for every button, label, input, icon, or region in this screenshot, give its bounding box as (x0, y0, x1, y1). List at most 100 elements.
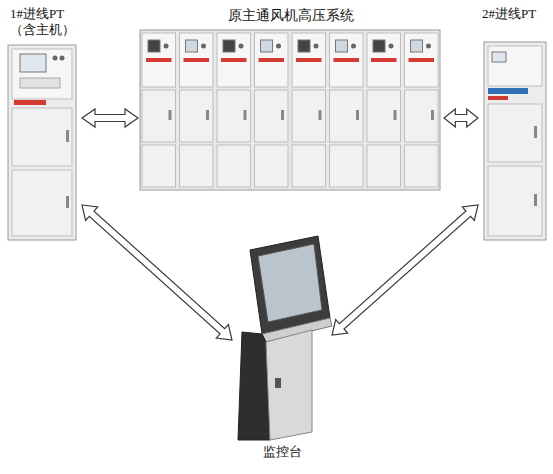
switchgear-body (140, 30, 440, 190)
double-arrow (444, 109, 478, 127)
door-handle (319, 110, 322, 120)
panel-door (255, 33, 289, 87)
panel-door (180, 145, 214, 187)
equipment-node: 监控台 (232, 232, 332, 468)
panel-door (142, 145, 176, 187)
equipment-node: 2#进线PT (478, 4, 548, 242)
panel-door (330, 33, 364, 87)
button (201, 44, 206, 49)
equipment-label: 原主通风机高压系统 (138, 8, 444, 24)
cabinet-door (488, 166, 542, 236)
panel-door (330, 90, 364, 142)
equipment-node: 1#进线PT （含主机） (4, 4, 82, 242)
panel-door (255, 145, 289, 187)
panel-door (217, 145, 251, 187)
warning-strip (259, 58, 285, 62)
kiosk-pedestal-side (238, 332, 270, 440)
door-handle (169, 110, 172, 120)
switchgear-row (140, 30, 440, 190)
button (239, 44, 244, 49)
name-plate (488, 88, 528, 94)
keypad (20, 78, 60, 88)
equipment-label: 1#进线PT （含主机） (10, 6, 80, 38)
kiosk-screen (258, 244, 322, 322)
panel-meter (223, 40, 235, 52)
panel-door (142, 33, 176, 87)
cabinet-door (12, 108, 72, 166)
panel-door (367, 90, 401, 142)
cabinet-door (12, 170, 72, 236)
door-handle (66, 130, 69, 142)
door-handle (66, 196, 69, 208)
right-cabinet (484, 42, 546, 240)
door-handle (244, 110, 247, 120)
door-handle (206, 110, 209, 120)
door-handle (356, 110, 359, 120)
panel-door (330, 145, 364, 187)
cabinet-door (488, 46, 542, 86)
door-handle (431, 110, 434, 120)
button (164, 44, 169, 49)
display-screen (20, 54, 46, 72)
double-arrow (82, 109, 138, 127)
panel-door (217, 33, 251, 87)
button (389, 44, 394, 49)
double-arrow (332, 205, 478, 335)
door-handle (281, 110, 284, 120)
panel-door (405, 90, 439, 142)
panel-meter (148, 40, 160, 52)
panel-door (292, 145, 326, 187)
kiosk-head (250, 236, 330, 334)
panel-door (292, 90, 326, 142)
door-handle (534, 126, 537, 138)
equipment-node: 原主通风机高压系统 (138, 6, 444, 192)
panel-door (367, 33, 401, 87)
panel-door (405, 145, 439, 187)
button (276, 44, 281, 49)
button (351, 44, 356, 49)
monitor-kiosk (238, 236, 332, 440)
warning-strip (409, 58, 435, 62)
panel-door (255, 90, 289, 142)
panel-meter (373, 40, 385, 52)
cabinet-body (484, 42, 546, 240)
warning-strip (146, 58, 172, 62)
button (314, 44, 319, 49)
kiosk-pedestal-front (266, 330, 312, 440)
panel-meter (261, 40, 273, 52)
panel-door (180, 33, 214, 87)
panel-meter (298, 40, 310, 52)
cabinet-body (8, 45, 76, 240)
cabinet-door (488, 104, 542, 162)
panel-door (142, 90, 176, 142)
warning-strip (184, 58, 210, 62)
panel-door (292, 33, 326, 87)
panel-door (367, 145, 401, 187)
kiosk-lock (275, 378, 281, 388)
warning-strip (334, 58, 360, 62)
panel-meter (186, 40, 198, 52)
cabinet-door (12, 49, 72, 99)
warning-strip (14, 100, 46, 105)
button (60, 56, 65, 61)
panel-door (180, 90, 214, 142)
panel-meter (411, 40, 423, 52)
button (53, 56, 58, 61)
equipment-label: 监控台 (232, 444, 332, 460)
panel-meter (336, 40, 348, 52)
warning-strip (488, 96, 508, 100)
warning-strip (371, 58, 397, 62)
left-cabinet (8, 45, 76, 240)
panel-door (405, 33, 439, 87)
door-handle (534, 194, 537, 206)
equipment-label: 2#进线PT (482, 6, 546, 22)
warning-strip (221, 58, 247, 62)
button (426, 44, 431, 49)
door-handle (394, 110, 397, 120)
warning-strip (296, 58, 322, 62)
display-screen (492, 52, 506, 62)
panel-door (217, 90, 251, 142)
double-arrow (82, 205, 232, 340)
